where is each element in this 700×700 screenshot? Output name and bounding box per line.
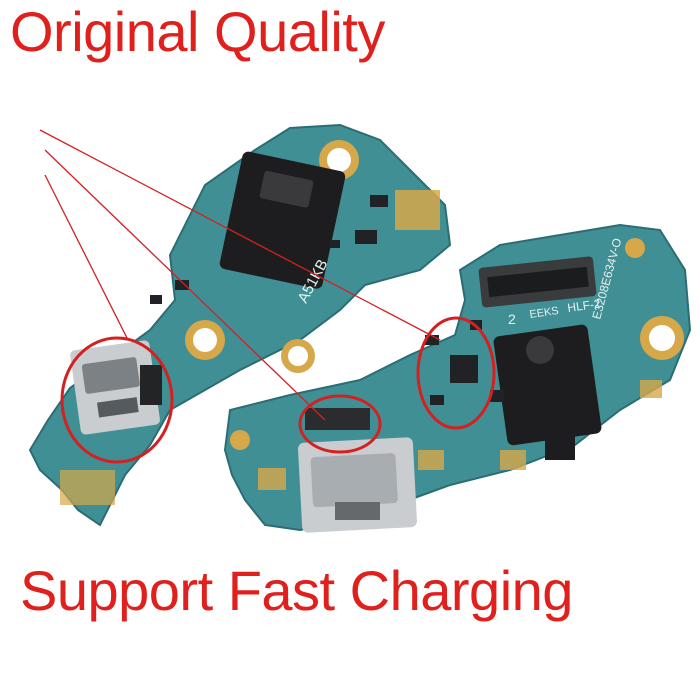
headline-fast-charging: Support Fast Charging (20, 559, 573, 622)
headline-original-quality: Original Quality (10, 0, 385, 63)
right-charging-board (223, 223, 692, 533)
right-board-label-1: EEKS (529, 305, 560, 321)
right-board-number: 2 (508, 311, 516, 327)
annotation-lines (39, 129, 441, 421)
annotation-circle-right-usb (298, 394, 382, 454)
right-board-label-2: HLF-2 (566, 296, 601, 315)
annotation-circle-left-usb (60, 336, 174, 464)
left-charging-board (28, 123, 452, 527)
annotation-circle-right-chip (416, 316, 496, 430)
